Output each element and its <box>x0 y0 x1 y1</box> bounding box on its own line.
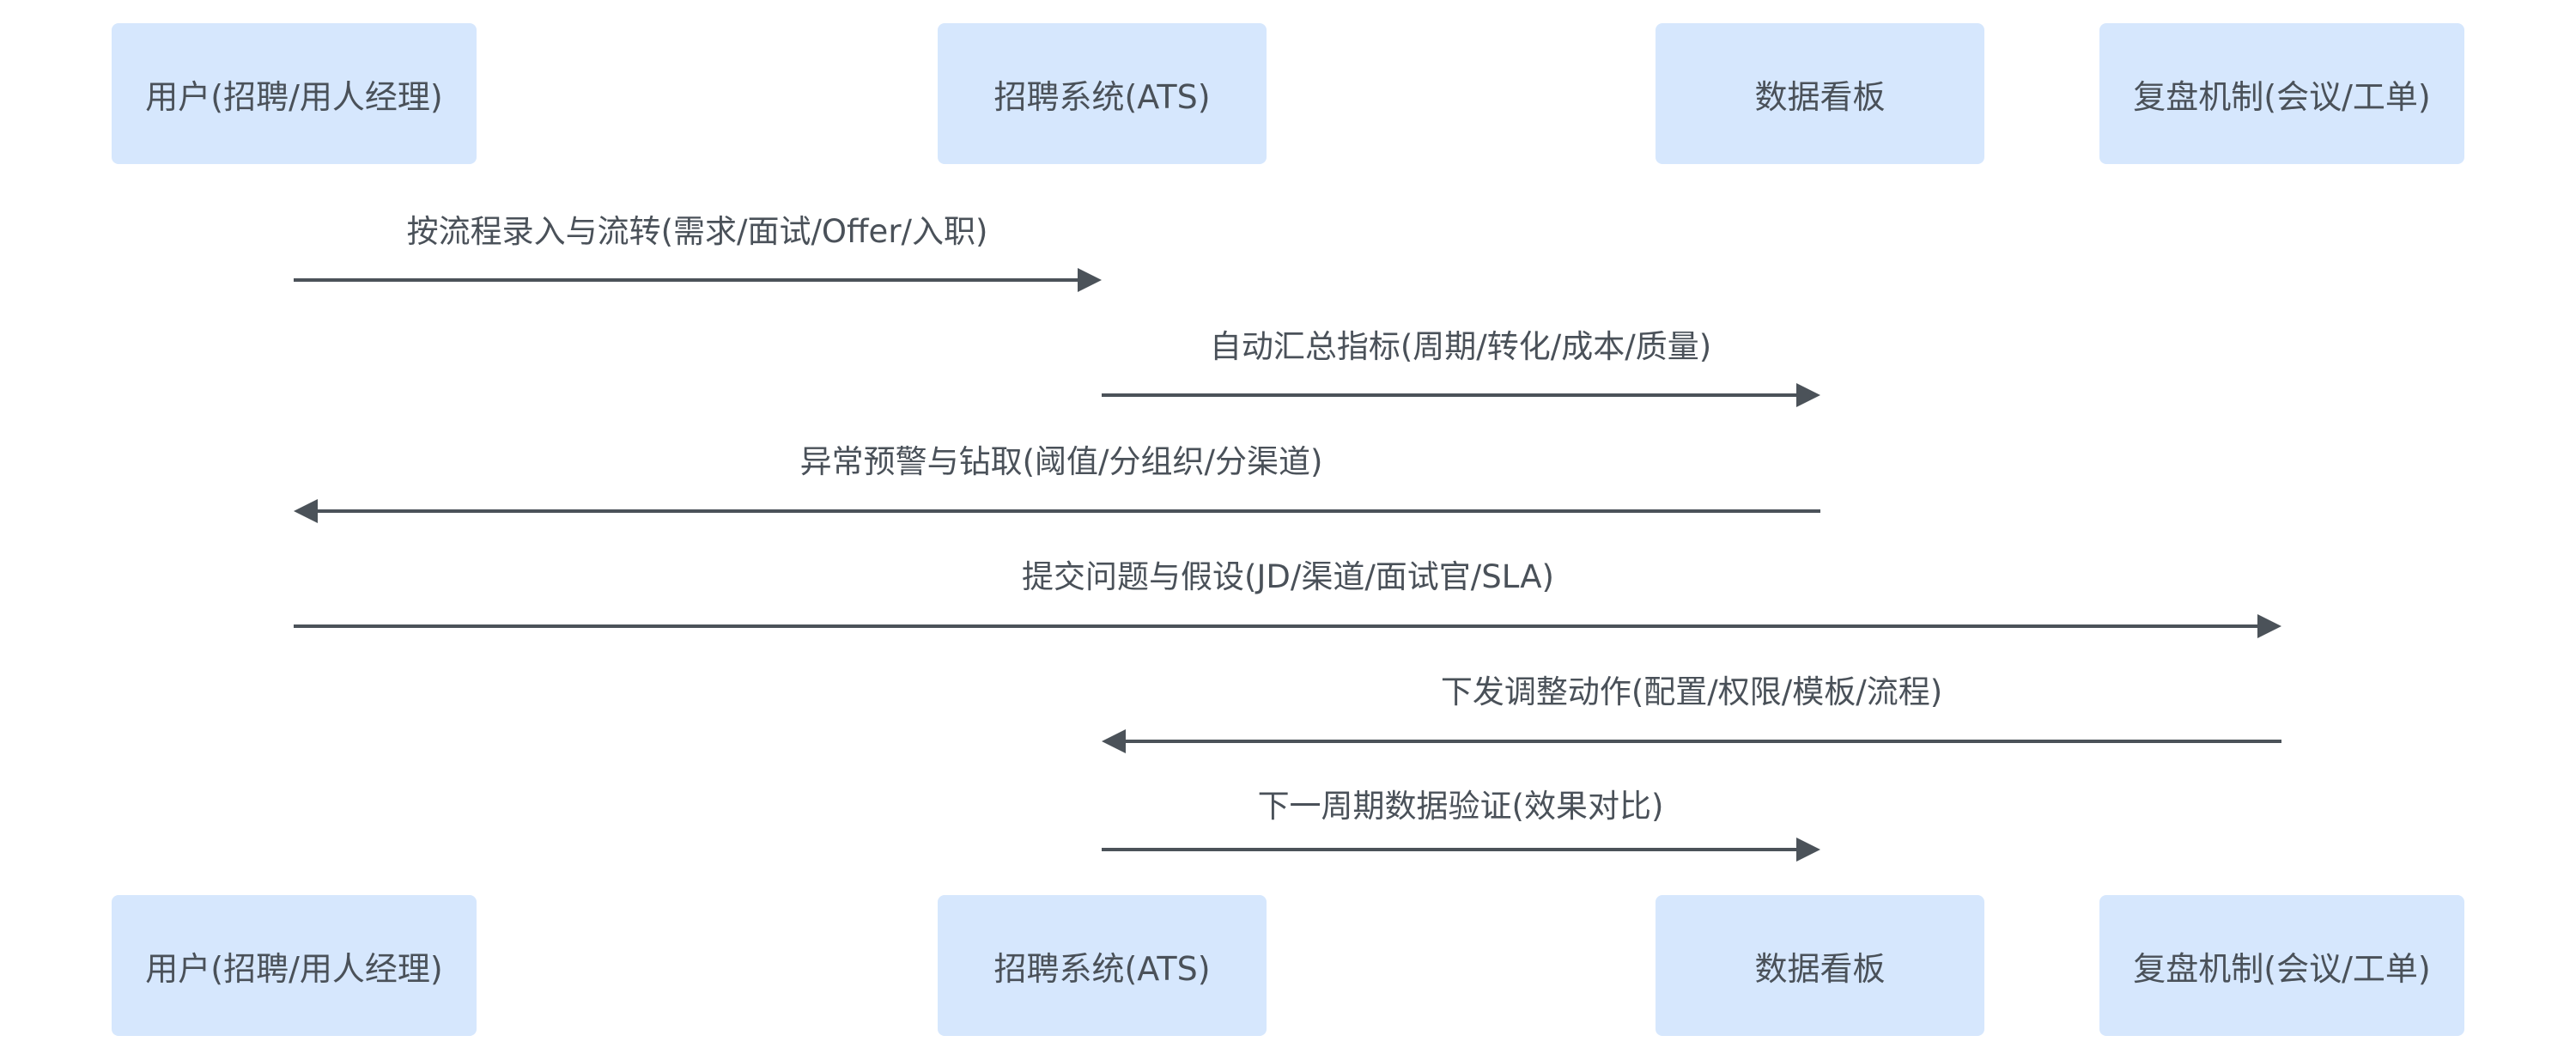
participant-dashboard-top: 数据看板 <box>1656 23 1984 164</box>
participant-label: 复盘机制(会议/工单) <box>2133 949 2431 988</box>
participant-dashboard-bottom: 数据看板 <box>1656 895 1984 1036</box>
message-label-2: 自动汇总指标(周期/转化/成本/质量) <box>1209 328 1712 365</box>
participant-label: 用户(招聘/用人经理) <box>145 949 443 988</box>
message-label-6: 下一周期数据验证(效果对比) <box>1257 788 1664 825</box>
arrowhead-icon <box>2257 614 2281 638</box>
message-label-3: 异常预警与钻取(阈值/分组织/分渠道) <box>799 443 1323 480</box>
participant-review-bottom: 复盘机制(会议/工单) <box>2099 895 2464 1036</box>
arrowhead-icon <box>294 499 318 523</box>
participant-label: 用户(招聘/用人经理) <box>145 77 443 116</box>
participant-label: 招聘系统(ATS) <box>993 77 1211 116</box>
arrowhead-icon <box>1796 838 1820 862</box>
participant-label: 数据看板 <box>1754 949 1886 988</box>
message-label-1: 按流程录入与流转(需求/面试/Offer/入职) <box>406 213 988 250</box>
message-label-5: 下发调整动作(配置/权限/模板/流程) <box>1440 673 1943 710</box>
arrowhead-icon <box>1078 268 1102 292</box>
participant-label: 招聘系统(ATS) <box>993 949 1211 988</box>
participant-review-top: 复盘机制(会议/工单) <box>2099 23 2464 164</box>
participant-ats-top: 招聘系统(ATS) <box>938 23 1267 164</box>
arrowhead-icon <box>1796 383 1820 407</box>
participant-label: 复盘机制(会议/工单) <box>2133 77 2431 116</box>
message-label-4: 提交问题与假设(JD/渠道/面试官/SLA) <box>1022 558 1554 595</box>
arrowhead-icon <box>1102 729 1126 753</box>
participant-user-top: 用户(招聘/用人经理) <box>112 23 477 164</box>
participant-user-bottom: 用户(招聘/用人经理) <box>112 895 477 1036</box>
participant-ats-bottom: 招聘系统(ATS) <box>938 895 1267 1036</box>
participant-label: 数据看板 <box>1754 77 1886 116</box>
